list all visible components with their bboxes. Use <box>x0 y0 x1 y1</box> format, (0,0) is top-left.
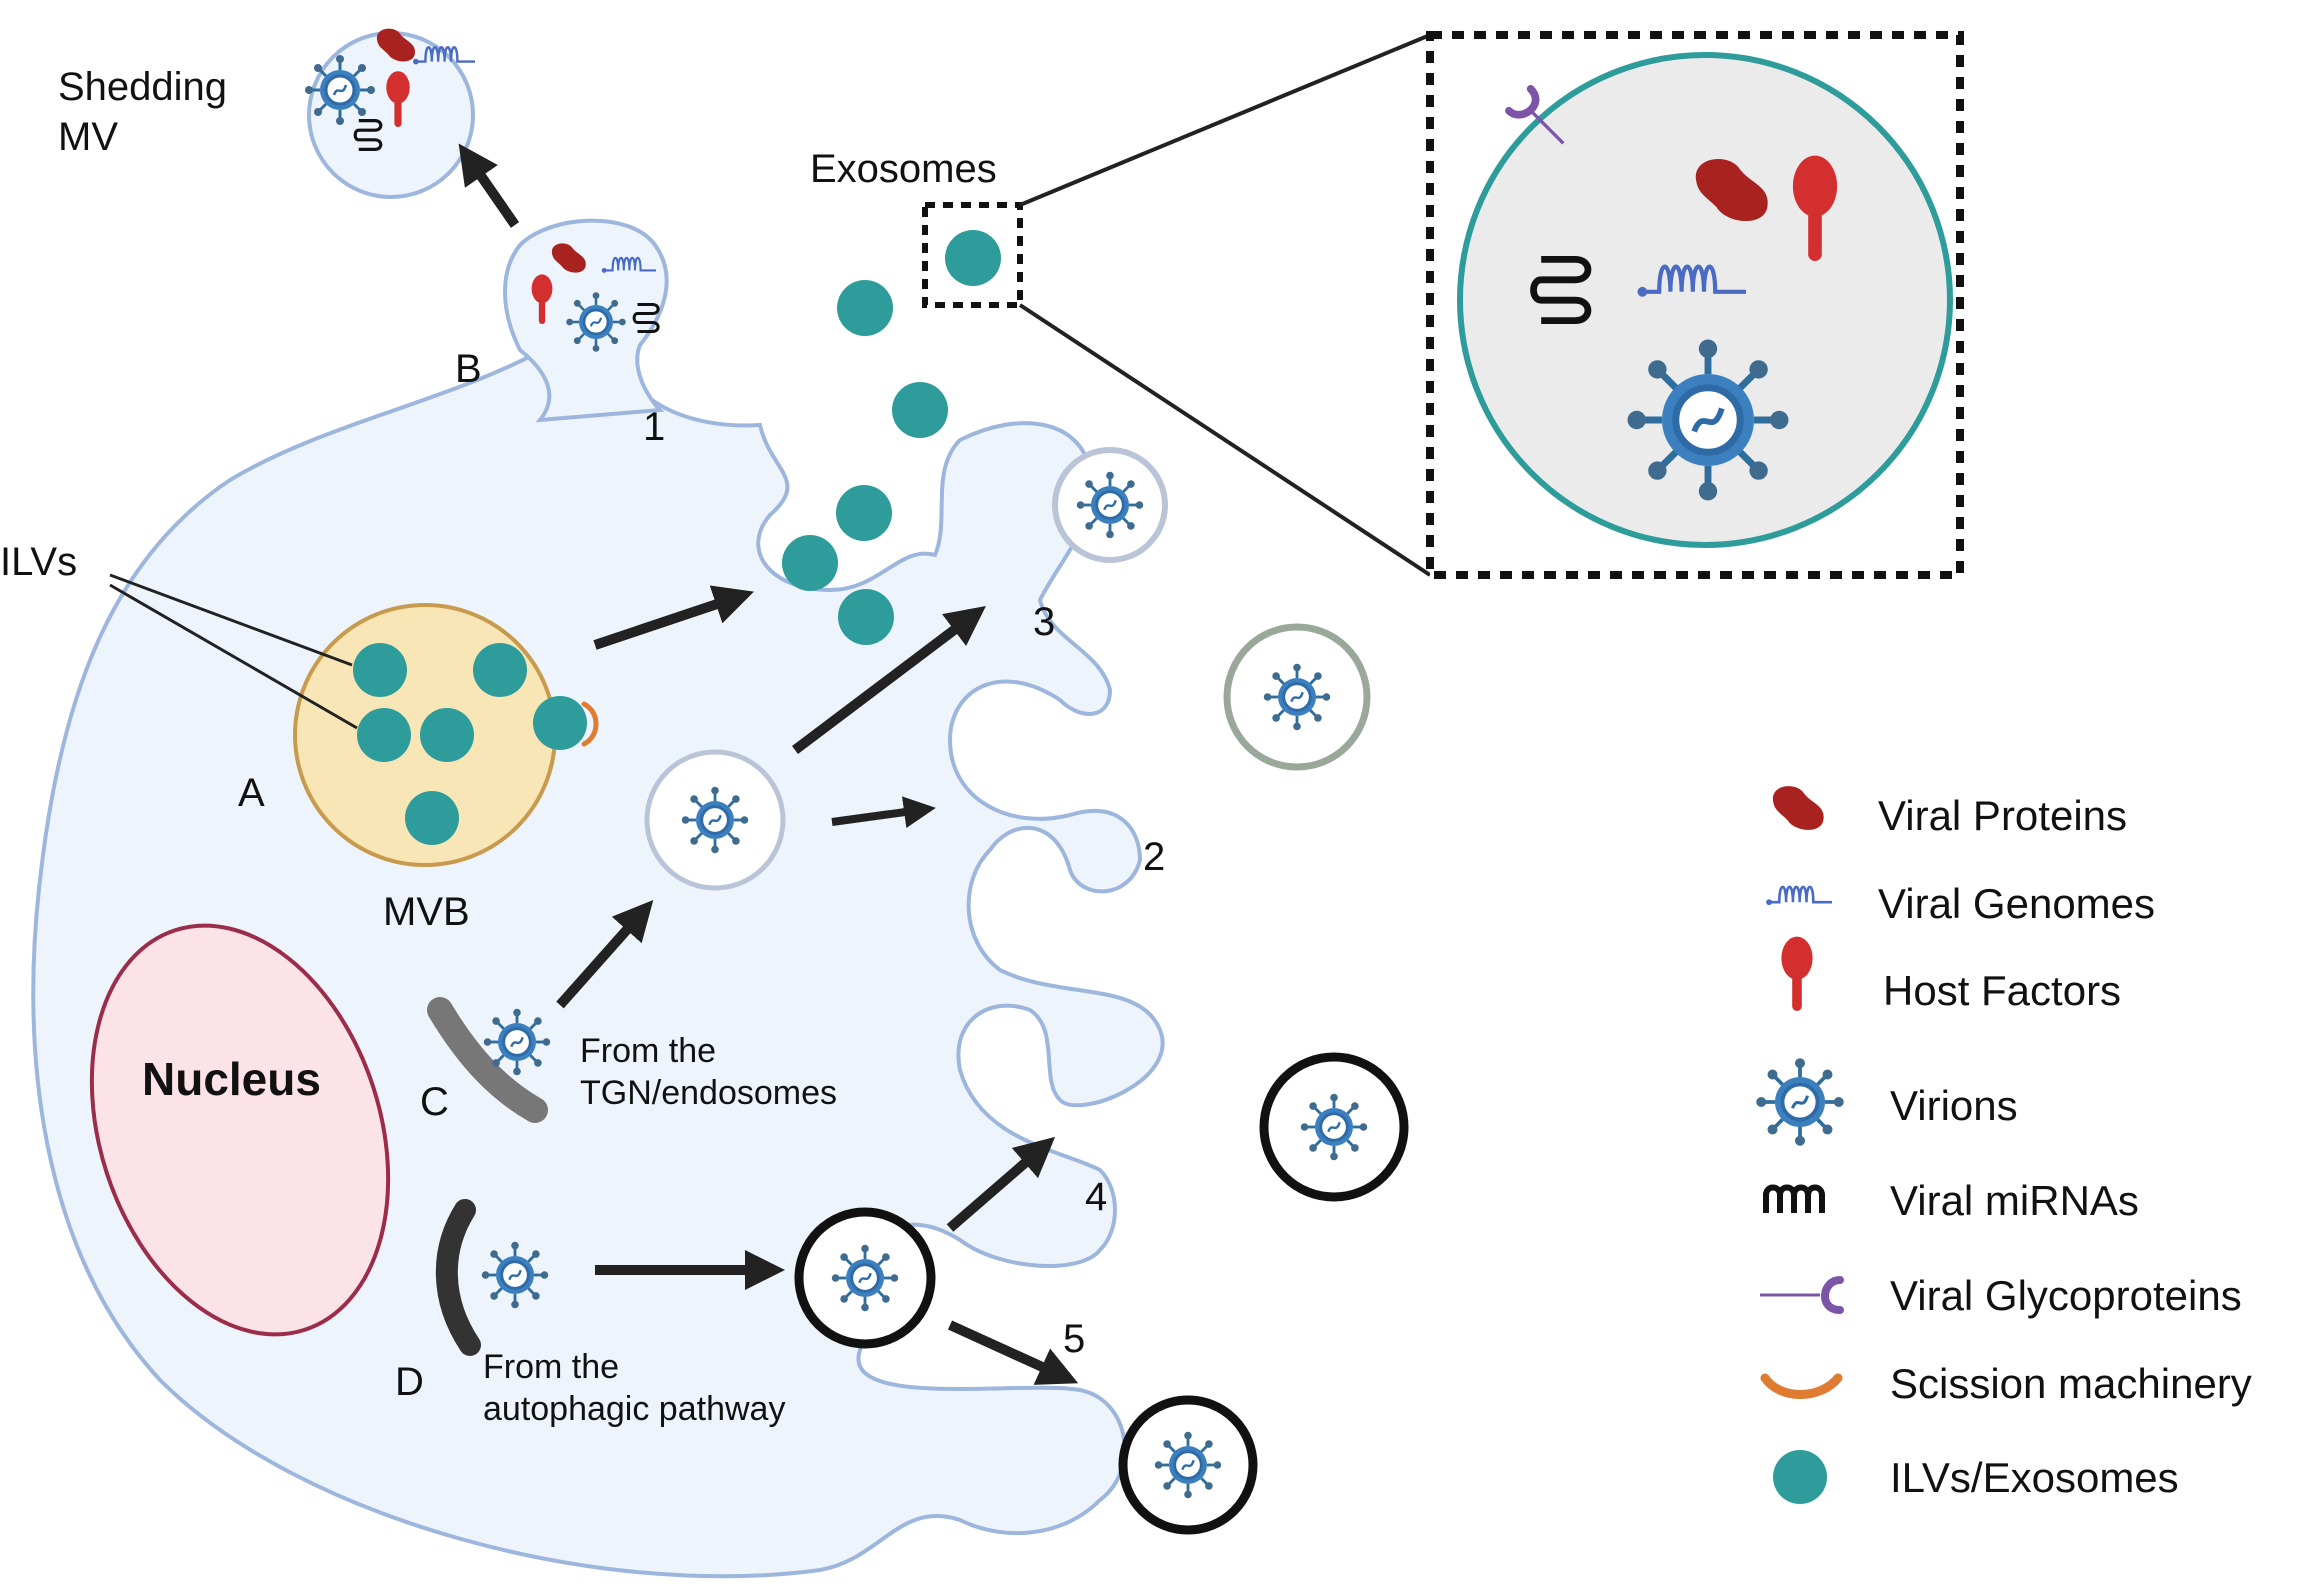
label-ilvs: ILVs <box>0 540 77 584</box>
arrow-route-3 <box>791 605 986 754</box>
legend-label: Scission machinery <box>1890 1360 2252 1407</box>
host-factor-icon <box>1781 936 1813 1011</box>
legend-label: Viral miRNAs <box>1890 1177 2139 1224</box>
label-tgn-2: TGN/endosomes <box>580 1074 837 1112</box>
virion-icon <box>1262 662 1332 732</box>
shedding-mv-vesicle <box>307 31 475 199</box>
legend-label: ILVs/Exosomes <box>1890 1454 2179 1501</box>
virion-icon <box>564 290 628 354</box>
arrow-route-5 <box>947 1320 1079 1385</box>
legend-label: Viral Glycoproteins <box>1890 1272 2242 1319</box>
label-auto-2: autophagic pathway <box>483 1390 785 1428</box>
legend-label: Viral Genomes <box>1878 880 2155 927</box>
virion-icon <box>1754 1056 1846 1148</box>
virion-icon <box>680 785 750 855</box>
virion-icon <box>303 53 377 127</box>
zoom-line-bottom <box>1018 303 1432 577</box>
exosome <box>782 535 838 591</box>
virion-icon <box>1075 470 1145 540</box>
label-d: D <box>395 1360 424 1404</box>
ilv <box>353 643 407 697</box>
label-c: C <box>420 1080 449 1124</box>
legend: Viral Proteins Viral Genomes Host Factor… <box>1754 786 2252 1504</box>
virion-icon <box>830 1243 900 1313</box>
exosome <box>838 589 894 645</box>
exosome <box>892 382 948 438</box>
label-mv: MV <box>58 115 118 159</box>
zoom-line-top <box>1019 33 1431 207</box>
virion-icon <box>480 1240 550 1310</box>
nucleus <box>89 923 391 1337</box>
scission-icon <box>581 701 599 747</box>
virion-icon <box>1299 1092 1369 1162</box>
legend-label: Virions <box>1890 1082 2018 1129</box>
label-5: 5 <box>1063 1317 1085 1361</box>
label-4: 4 <box>1085 1175 1107 1219</box>
exosome <box>945 230 1001 286</box>
arrow-shedding <box>458 143 520 228</box>
virion-icon <box>1153 1430 1223 1500</box>
exosome <box>837 280 893 336</box>
arrow-route-c <box>556 900 654 1009</box>
label-exosomes: Exosomes <box>810 147 997 191</box>
legend-label: Viral Proteins <box>1878 792 2127 839</box>
label-auto-1: From the <box>483 1348 619 1386</box>
autophagosome-membrane <box>435 1199 481 1356</box>
ilv <box>533 696 587 750</box>
viral-protein-icon <box>1772 786 1824 830</box>
glycoprotein-icon <box>1821 1276 1844 1314</box>
label-3: 3 <box>1033 600 1055 644</box>
label-b: B <box>455 347 482 391</box>
arrow-route-2 <box>831 796 936 829</box>
tgn-membrane <box>427 997 548 1123</box>
viral-genome-icon <box>1764 885 1834 907</box>
label-tgn-1: From the <box>580 1032 716 1070</box>
ilv <box>405 791 459 845</box>
virion-icon <box>1628 340 1789 501</box>
exosome-icon <box>1773 1450 1827 1504</box>
exosome <box>836 485 892 541</box>
arrow-mvb-release <box>593 585 754 650</box>
label-2: 2 <box>1143 835 1165 879</box>
label-nucleus: Nucleus <box>142 1053 321 1105</box>
mirna-icon <box>1763 1184 1825 1213</box>
ilv-pointer <box>109 583 358 730</box>
ilv <box>473 643 527 697</box>
virion-icon <box>482 1007 552 1077</box>
scission-icon <box>1760 1373 1843 1399</box>
label-1: 1 <box>643 405 665 449</box>
legend-label: Host Factors <box>1883 967 2121 1014</box>
label-a: A <box>238 771 265 815</box>
arrow-route-4 <box>946 1136 1056 1232</box>
label-mvb: MVB <box>383 890 470 934</box>
ilv-pointer <box>109 573 353 667</box>
exosome-zoom-box <box>922 202 1023 308</box>
label-shedding: Shedding <box>58 65 227 109</box>
ilv <box>357 708 411 762</box>
ilv <box>420 708 474 762</box>
